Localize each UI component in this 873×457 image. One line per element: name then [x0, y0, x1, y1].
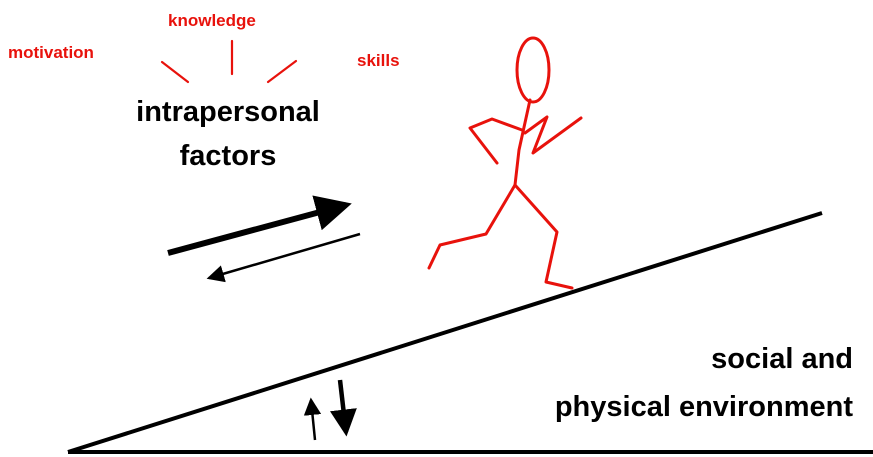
backward-arrow-icon	[206, 232, 361, 283]
factor-rays	[160, 39, 298, 84]
ray-skills	[266, 59, 298, 84]
slope-line	[67, 211, 823, 454]
figure-arm-back	[468, 117, 524, 165]
figure-body	[513, 98, 532, 187]
running-figure-icon	[427, 36, 583, 290]
figure-arm-front	[523, 115, 583, 155]
ray-motivation	[160, 60, 190, 84]
intrapersonal-label: intrapersonal	[136, 96, 320, 128]
figure-leg-back	[427, 183, 517, 270]
knowledge-label: knowledge	[168, 11, 256, 30]
figure-head	[515, 36, 551, 104]
skills-label: skills	[357, 51, 400, 70]
factors-label: factors	[179, 140, 277, 172]
forward-arrow-icon	[167, 195, 352, 256]
social-and-label: social and	[711, 343, 853, 375]
figure-leg-front	[513, 183, 574, 290]
down-arrow-icon	[330, 379, 357, 437]
motivation-label: motivation	[8, 43, 94, 62]
up-arrow-icon	[303, 397, 322, 441]
physical-environment-label: physical environment	[554, 391, 853, 423]
